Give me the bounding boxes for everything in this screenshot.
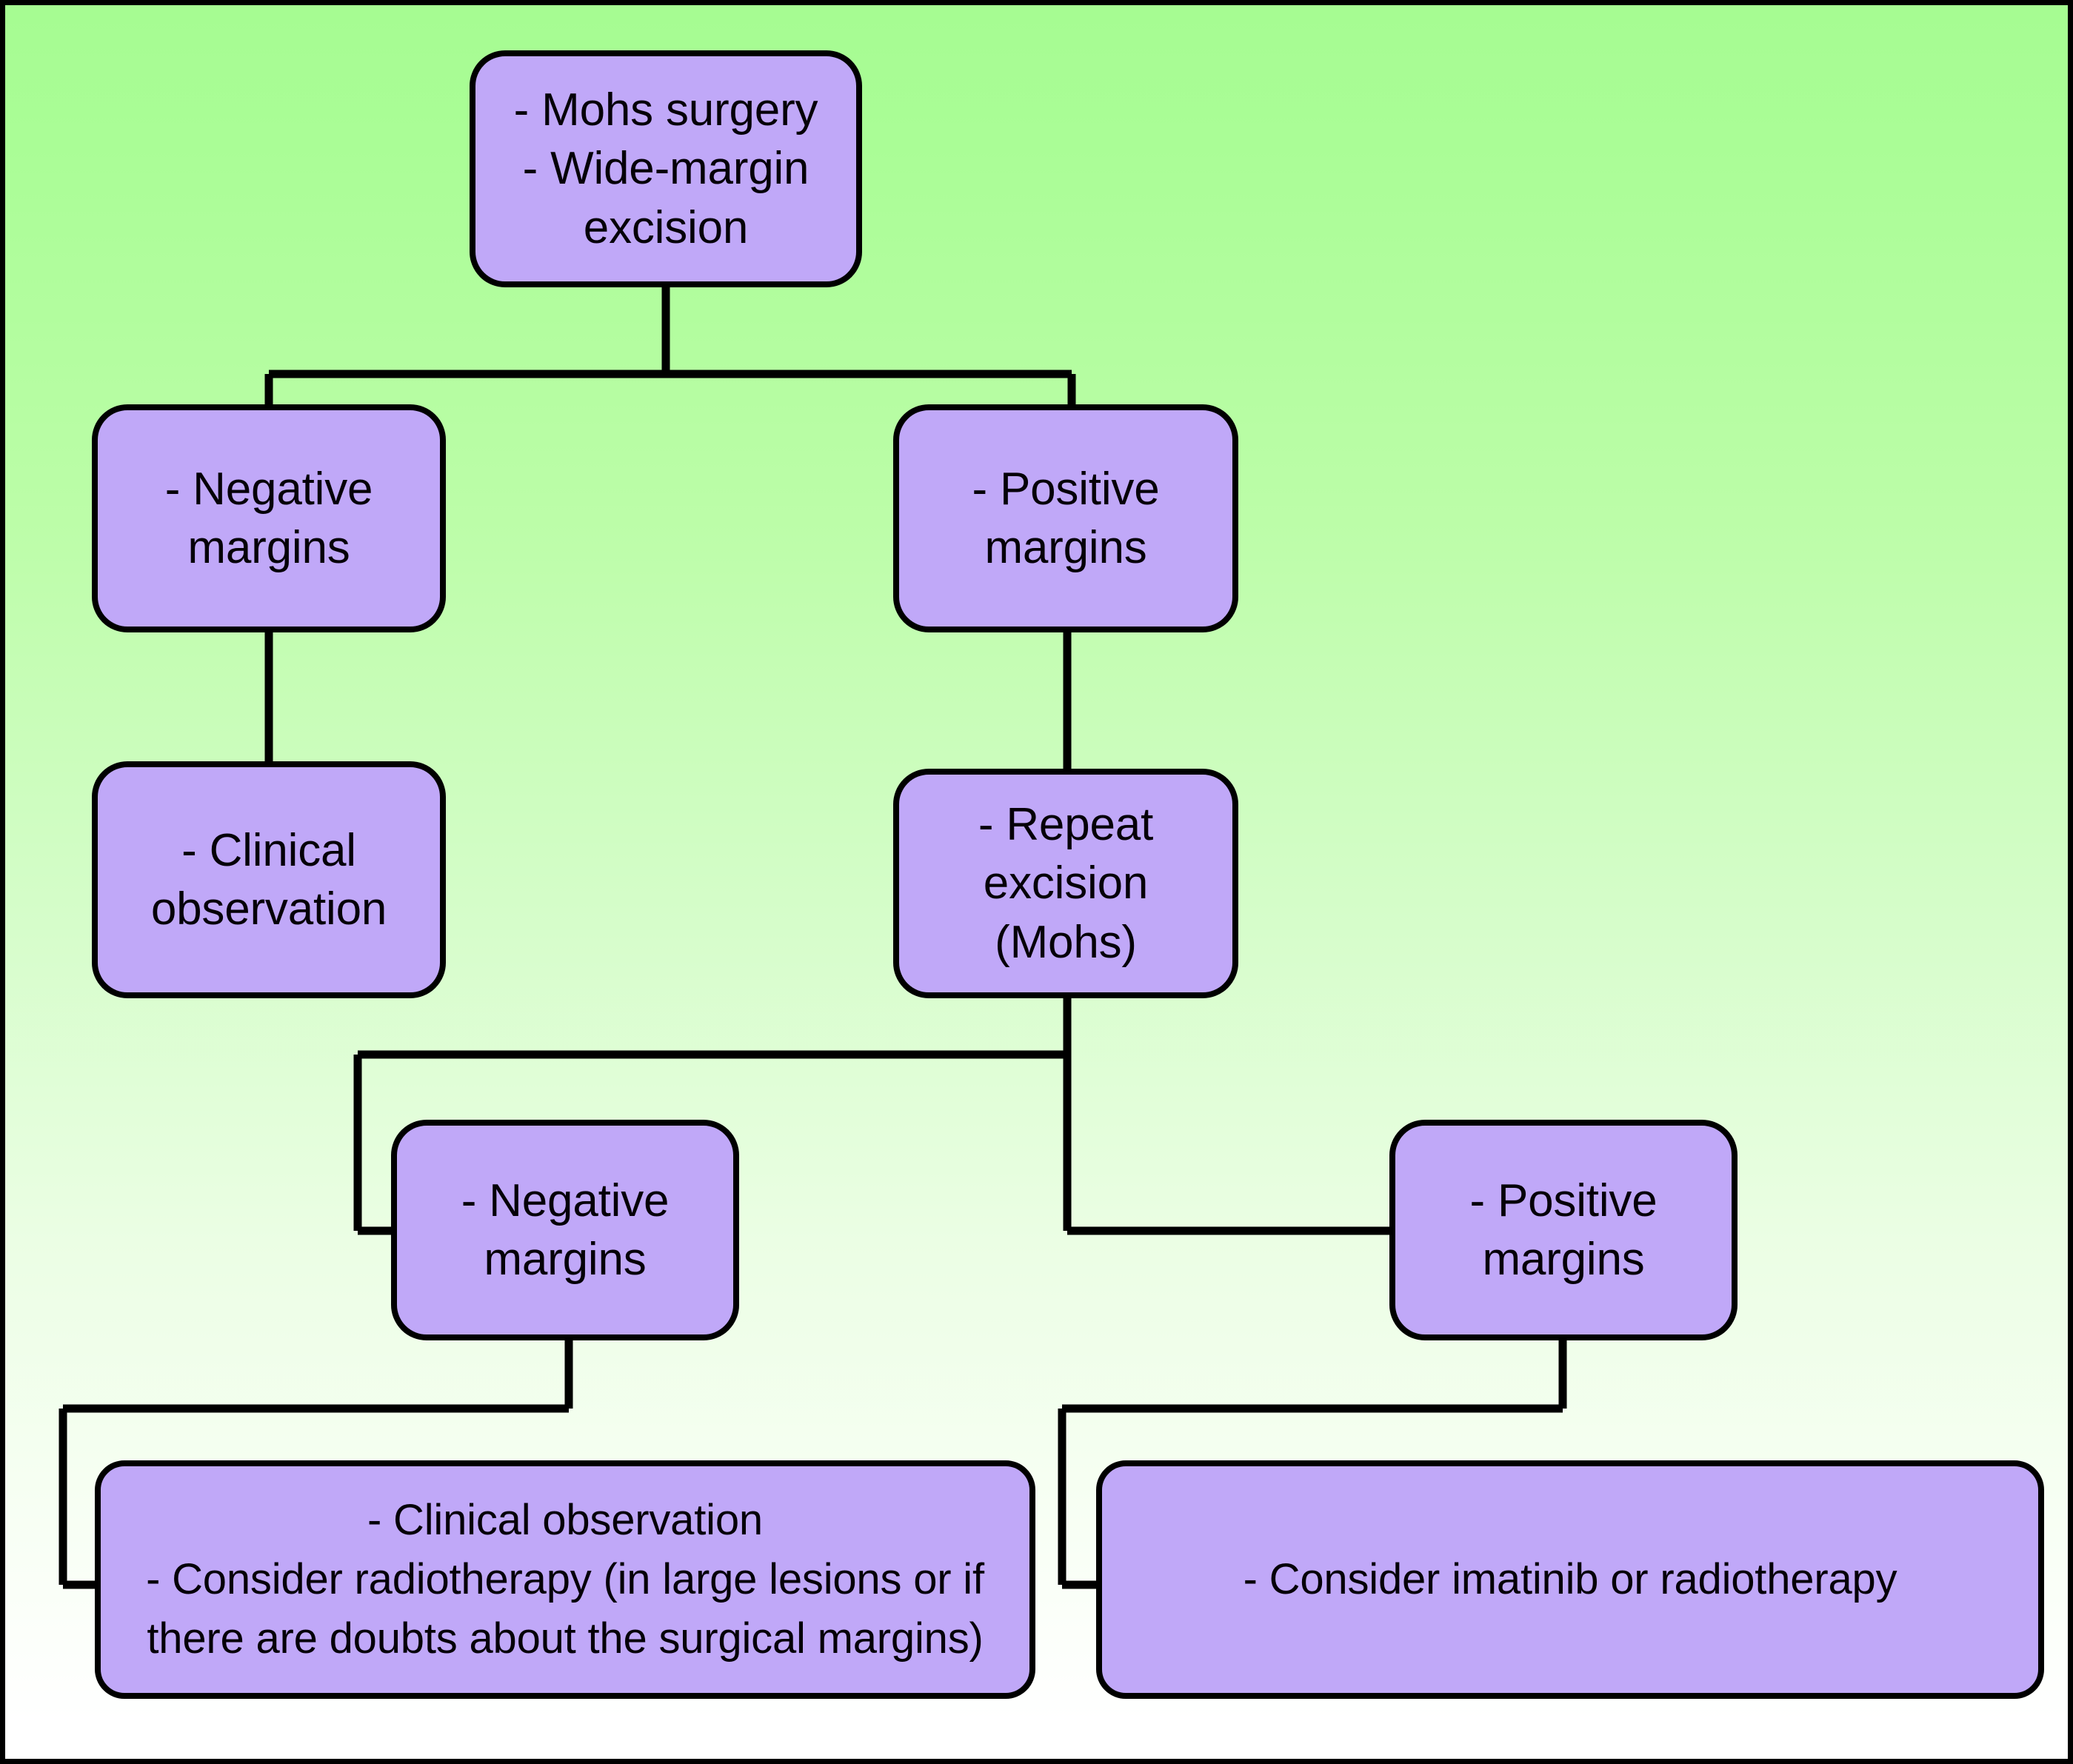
node-repeat-excision-mohs[interactable]: - Repeat excision (Mohs) xyxy=(893,769,1238,998)
node-negative-margins-first-label: - Negative margins xyxy=(164,463,373,573)
node-imatinib-radiotherapy[interactable]: - Consider imatinib or radiotherapy xyxy=(1096,1460,2044,1699)
node-imatinib-radiotherapy-label: - Consider imatinib or radiotherapy xyxy=(1243,1554,1897,1603)
node-clinical-observation-label: - Clinical observation xyxy=(150,824,387,935)
node-negative-margins-first[interactable]: - Negative margins xyxy=(92,404,446,632)
node-positive-margins-first[interactable]: - Positive margins xyxy=(893,404,1238,632)
node-primary-surgery-label: - Mohs surgery - Wide-margin excision xyxy=(513,84,818,253)
node-positive-margins-first-label: - Positive margins xyxy=(972,463,1160,573)
node-negative-margins-second-label: - Negative margins xyxy=(461,1175,670,1285)
node-observation-radiotherapy-label: - Clinical observation - Consider radiot… xyxy=(146,1495,984,1663)
node-negative-margins-second[interactable]: - Negative margins xyxy=(391,1120,739,1340)
white-footer-background xyxy=(5,1722,2068,1759)
node-repeat-excision-mohs-label: - Repeat excision (Mohs) xyxy=(978,798,1154,968)
node-positive-margins-second[interactable]: - Positive margins xyxy=(1389,1120,1737,1340)
node-primary-surgery[interactable]: - Mohs surgery - Wide-margin excision xyxy=(470,50,862,287)
node-clinical-observation[interactable]: - Clinical observation xyxy=(92,761,446,998)
node-positive-margins-second-label: - Positive margins xyxy=(1469,1175,1658,1285)
node-observation-radiotherapy[interactable]: - Clinical observation - Consider radiot… xyxy=(95,1460,1035,1699)
